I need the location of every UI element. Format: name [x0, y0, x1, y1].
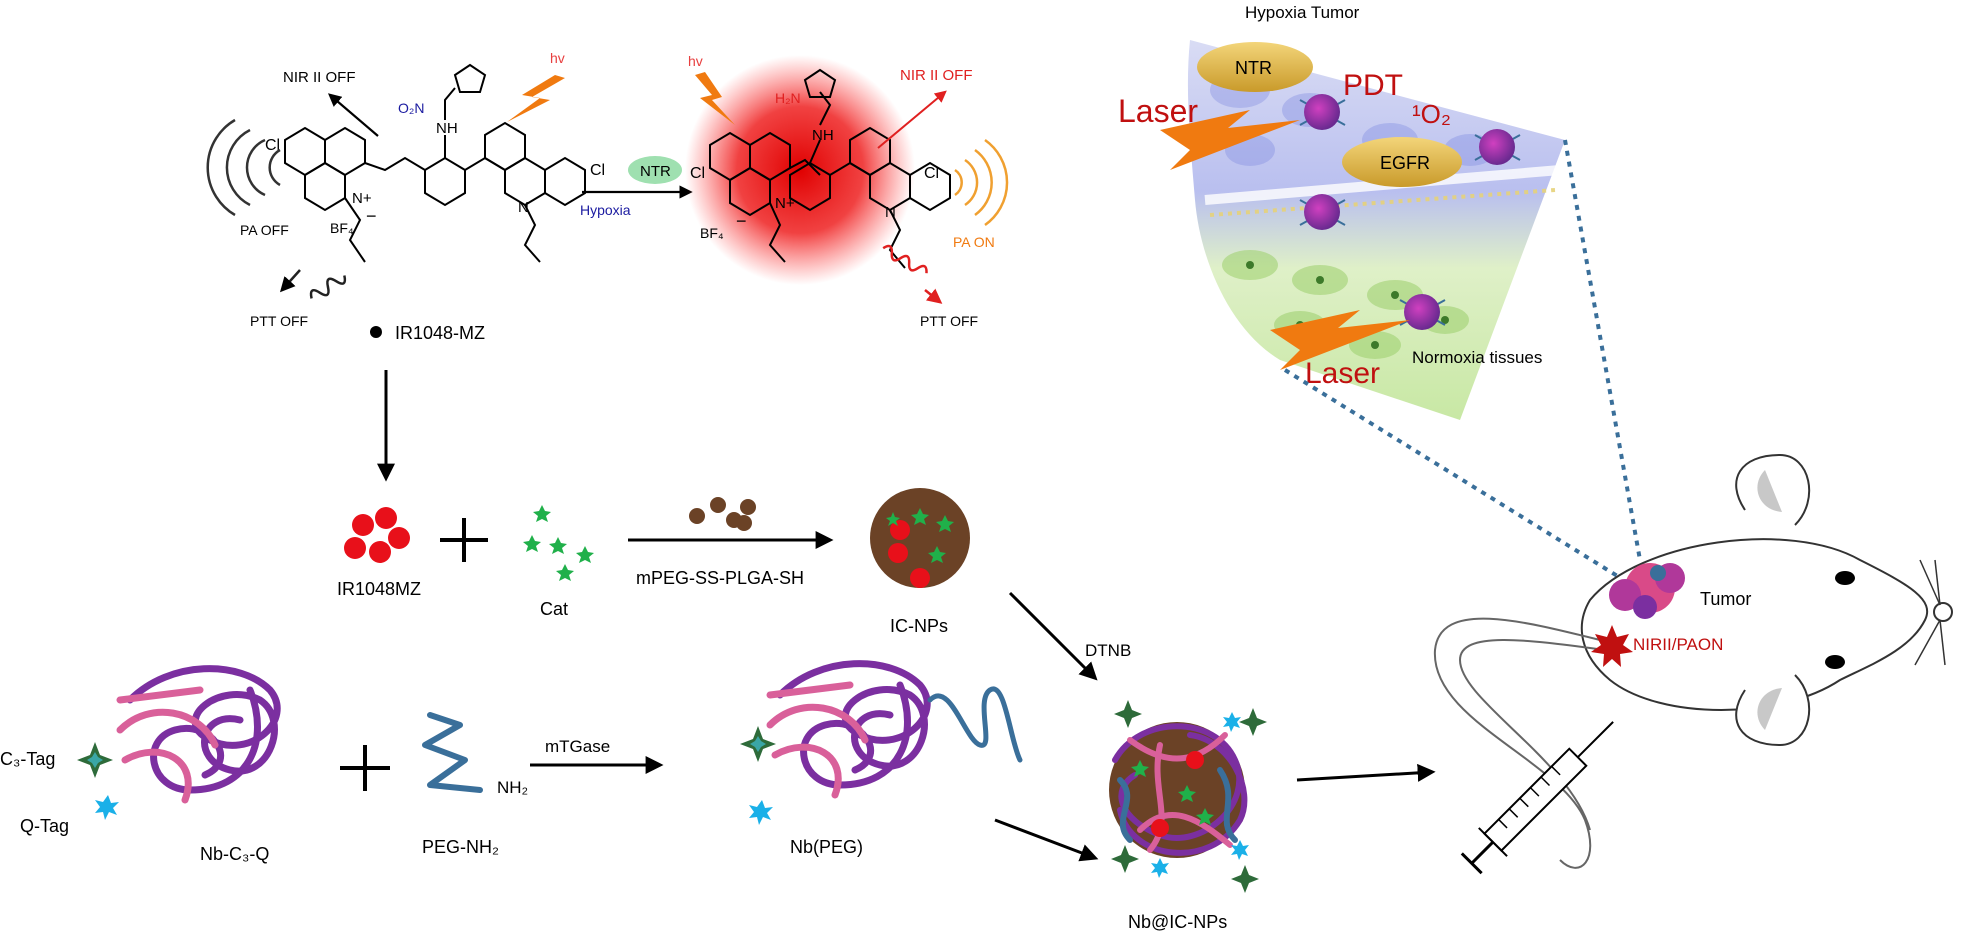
c3-tag-label: C₃-Tag: [0, 749, 55, 769]
plus-sign-2: [340, 745, 390, 791]
light-bolt-icon: hv: [507, 50, 565, 122]
n-plus-left: N+: [352, 190, 372, 207]
ntr-receptor-label: NTR: [1235, 58, 1272, 78]
injection-arrow: [1296, 763, 1436, 782]
egfr-receptor: [1342, 137, 1462, 187]
zoom-line-left: [1283, 368, 1642, 592]
hv-label-right: hv: [688, 53, 703, 69]
c3-tag-icon: [77, 742, 113, 778]
peg-nh2-label: PEG-NH₂: [422, 837, 499, 857]
ptt-off-wave-icon: [309, 275, 347, 299]
peg-chain-icon: [422, 712, 483, 793]
nb-c3-q-label: Nb-C₃-Q: [200, 844, 269, 864]
bf4-minus: −: [366, 206, 377, 226]
cl-right: Cl: [590, 162, 605, 179]
bf4-label: BF₄: [330, 220, 354, 236]
c3-tag-icon-2: [740, 726, 776, 762]
egfr-receptor-label: EGFR: [1380, 153, 1430, 173]
polymer-label: mPEG-SS-PLGA-SH: [636, 568, 804, 588]
ntr-badge: [628, 156, 682, 184]
ptt-off-label-left: PTT OFF: [250, 313, 308, 329]
cat-stars: [523, 505, 594, 581]
nir-off-label-right: NIR II OFF: [900, 67, 973, 84]
n-right: N: [518, 199, 529, 216]
ptt-off-arrow: [279, 269, 301, 293]
nanobody-peg: [766, 660, 1023, 799]
q-tag-label: Q-Tag: [20, 816, 69, 836]
ir1048mz-dots: [344, 507, 410, 563]
nh-label: NH: [436, 120, 458, 137]
nir-off-label-left: NIR II OFF: [283, 69, 356, 86]
singlet-oxygen-label: ¹O₂: [1412, 99, 1451, 129]
laser-bolt-top-icon: [1160, 110, 1300, 170]
nb-peg-arrow: [994, 818, 1099, 862]
zoom-line-right: [1563, 139, 1642, 561]
compound-label: IR1048-MZ: [395, 323, 485, 343]
h2n-label: H₂N: [775, 90, 801, 106]
n-plus-right: N+: [775, 195, 795, 212]
cat-label: Cat: [540, 599, 568, 619]
laser-bolt-bottom-icon: [1270, 310, 1410, 370]
mouse-tumor: [1609, 563, 1685, 619]
ptt-off-arrow-right: [924, 288, 943, 304]
normoxia-label: Normoxia tissues: [1412, 348, 1542, 367]
ic-nps-particle: [870, 488, 970, 588]
cl-left-right: Cl: [690, 165, 705, 182]
nh-label-right: NH: [812, 127, 834, 144]
hypoxia-label: Hypoxia: [580, 202, 631, 218]
molecule-ir1048-mz: Cl N+ N NH Cl O₂N BF₄ −: [265, 63, 605, 263]
polymer-dots: [689, 497, 756, 531]
laser-label-bottom: Laser: [1305, 357, 1380, 390]
light-bolt-icon-right: hv: [688, 53, 735, 125]
pa-off-wave-icon: [206, 118, 281, 217]
tumor-label: Tumor: [1700, 589, 1751, 609]
signal-burst-icon: [1591, 625, 1633, 667]
pdt-label: PDT: [1343, 69, 1403, 102]
ir1048mz-label: IR1048MZ: [337, 579, 421, 599]
ntr-badge-label: NTR: [640, 163, 671, 180]
q-tag-icon: [95, 795, 119, 820]
signal-label: NIRII/PAON: [1633, 635, 1723, 654]
syringe-icon: [1460, 721, 1614, 875]
hv-label-left: hv: [550, 50, 565, 66]
cl-left: Cl: [265, 137, 280, 154]
nir-off-arrow-left: [327, 93, 379, 137]
bf4-minus-right: −: [736, 211, 747, 231]
q-tag-icon-2: [749, 800, 773, 825]
pa-off-label: PA OFF: [240, 222, 289, 238]
bf4-label-right: BF₄: [700, 225, 724, 241]
mtgase-label: mTGase: [545, 737, 610, 756]
dtnb-label: DTNB: [1085, 641, 1131, 660]
nir-off-arrow-right: [877, 90, 947, 149]
nb-ic-nps-particle: [1109, 700, 1267, 893]
nb-ic-nps-label: Nb@IC-NPs: [1128, 912, 1227, 932]
ntr-receptor: [1197, 42, 1313, 92]
tumor-nanoparticles: [1299, 94, 1521, 330]
hypoxia-tumor-title: Hypoxia Tumor: [1245, 3, 1360, 22]
ptt-off-label-right: PTT OFF: [920, 313, 978, 329]
laser-label-top: Laser: [1118, 93, 1198, 129]
nb-peg-label: Nb(PEG): [790, 837, 863, 857]
nanobody-c3-q: [116, 665, 281, 804]
pa-on-label: PA ON: [953, 234, 995, 250]
cl-right-right: Cl: [924, 165, 939, 182]
pa-on-wave-icon: [954, 138, 1009, 227]
n-right-right: N: [885, 204, 896, 221]
dtnb-arrow: [1008, 591, 1098, 681]
bullet-dot: [370, 326, 382, 338]
o2n-label: O₂N: [398, 100, 424, 116]
molecule-activated: H₂N NH Cl N+ N Cl BF₄ −: [690, 68, 951, 269]
nh2-label: NH₂: [497, 778, 528, 797]
ic-nps-label: IC-NPs: [890, 616, 948, 636]
ptt-off-wave-right-icon: [882, 244, 928, 274]
plus-sign: [440, 518, 488, 562]
